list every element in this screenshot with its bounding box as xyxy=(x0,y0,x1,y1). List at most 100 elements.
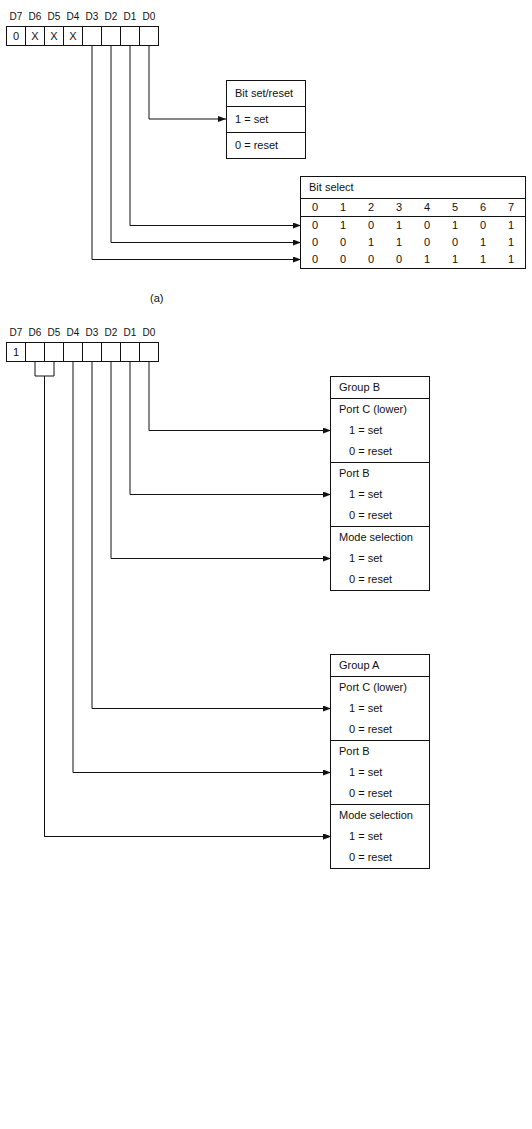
port-section: Port B1 = set0 = reset xyxy=(331,740,429,804)
table-cell: 1 xyxy=(329,199,357,216)
table-cell: 0 xyxy=(301,217,329,234)
connector-arrow xyxy=(35,362,331,837)
bit-name: D6 xyxy=(29,327,42,339)
table-cell: 1 xyxy=(385,217,413,234)
table-cell: 0 xyxy=(301,251,329,268)
option-text: 0 = reset xyxy=(331,505,429,526)
figure-label: (a) xyxy=(150,292,163,305)
connector-arrow xyxy=(111,362,331,559)
register-bit-cell: D3 xyxy=(82,26,102,46)
bit-name: D4 xyxy=(67,11,80,23)
table-cell: 2 xyxy=(357,199,385,216)
section-title: Mode selection xyxy=(331,805,429,826)
table-cell: 5 xyxy=(441,199,469,216)
register-bit-cell: D5X xyxy=(44,26,64,46)
table-cell: 1 xyxy=(497,217,525,234)
port-section: Port B1 = set0 = reset xyxy=(331,462,429,526)
table-cell: 1 xyxy=(357,234,385,251)
option-text: 0 = reset xyxy=(331,569,429,590)
bit-name: D2 xyxy=(105,327,118,339)
option-text: 0 = reset xyxy=(331,783,429,804)
bit-value: 1 xyxy=(7,343,25,361)
section-title: Mode selection xyxy=(331,527,429,548)
section-title: Port C (lower) xyxy=(331,399,429,420)
table-cell: 1 xyxy=(441,217,469,234)
bit-name: D1 xyxy=(124,11,137,23)
bit-value: 0 xyxy=(7,27,25,45)
bit-name: D7 xyxy=(10,327,23,339)
bit-value: X xyxy=(26,27,44,45)
table-row: 01010101 xyxy=(301,217,525,234)
bit-name: D1 xyxy=(124,327,137,339)
table-cell: 1 xyxy=(497,234,525,251)
group-title: Group B xyxy=(331,377,429,398)
box-text: Bit set/reset xyxy=(227,81,305,106)
option-text: 1 = set xyxy=(331,762,429,783)
connector-arrow xyxy=(92,362,331,709)
option-text: 1 = set xyxy=(331,420,429,441)
section-title: Port C (lower) xyxy=(331,677,429,698)
register-bit-cell: D0 xyxy=(139,342,159,362)
register-bit-cell: D6 xyxy=(25,342,45,362)
option-text: 1 = set xyxy=(331,698,429,719)
register-bit-cell: D1 xyxy=(120,342,140,362)
bit-name: D6 xyxy=(29,11,42,23)
bit-name: D3 xyxy=(86,11,99,23)
table-cell: 0 xyxy=(413,217,441,234)
table-row: 00110011 xyxy=(301,234,525,251)
register-bit-cell: D4X xyxy=(63,26,83,46)
function-box: Bit set/reset1 = set0 = reset xyxy=(226,80,306,159)
bit-name: D7 xyxy=(10,11,23,23)
port-section: Mode selection1 = set0 = reset xyxy=(331,804,429,868)
option-text: 0 = reset xyxy=(331,441,429,462)
port-section: Port C (lower)1 = set0 = reset xyxy=(331,676,429,740)
register-bit-cell: D5 xyxy=(44,342,64,362)
table-cell: 0 xyxy=(301,199,329,216)
port-section: Port C (lower)1 = set0 = reset xyxy=(331,398,429,462)
group-box: Group APort C (lower)1 = set0 = resetPor… xyxy=(330,654,430,869)
table-cell: 1 xyxy=(413,251,441,268)
option-text: 1 = set xyxy=(331,484,429,505)
option-text: 0 = reset xyxy=(331,719,429,740)
bit-value: X xyxy=(45,27,63,45)
connector-arrow xyxy=(149,46,226,119)
bit-name: D5 xyxy=(48,11,61,23)
register-bit-cell: D71 xyxy=(6,342,26,362)
register-bit-cell: D6X xyxy=(25,26,45,46)
table-cell: 0 xyxy=(329,234,357,251)
bit-name: D0 xyxy=(143,327,156,339)
register-bit-cell: D2 xyxy=(101,26,121,46)
table-cell: 0 xyxy=(357,217,385,234)
box-text: 1 = set xyxy=(227,106,305,132)
table-cell: 1 xyxy=(385,234,413,251)
table-cell: 1 xyxy=(469,234,497,251)
table-cell: 1 xyxy=(441,251,469,268)
table-cell: 0 xyxy=(441,234,469,251)
register-bit-cell: D1 xyxy=(120,26,140,46)
option-text: 1 = set xyxy=(331,826,429,847)
table-cell: 0 xyxy=(357,251,385,268)
table-cell: 3 xyxy=(385,199,413,216)
bit-value: X xyxy=(64,27,82,45)
table-cell: 4 xyxy=(413,199,441,216)
table-cell: 0 xyxy=(301,234,329,251)
table-cell: 0 xyxy=(329,251,357,268)
section-title: Port B xyxy=(331,741,429,762)
table-cell: 0 xyxy=(469,217,497,234)
port-section: Mode selection1 = set0 = reset xyxy=(331,526,429,590)
table-cell: 0 xyxy=(413,234,441,251)
option-text: 0 = reset xyxy=(331,847,429,868)
register-bit-cell: D2 xyxy=(101,342,121,362)
connector-arrow xyxy=(130,362,331,495)
connector-arrow xyxy=(73,362,331,773)
bit-name: D0 xyxy=(143,11,156,23)
bit-select-table: Bit select012345670101010100110011000011… xyxy=(300,176,526,269)
table-cell: 6 xyxy=(469,199,497,216)
register-bit-cell: D4 xyxy=(63,342,83,362)
bit-name: D5 xyxy=(48,327,61,339)
table-row: 01234567 xyxy=(301,199,525,217)
connector-arrow xyxy=(149,362,331,431)
connector-arrow xyxy=(45,362,332,837)
table-cell: 1 xyxy=(329,217,357,234)
